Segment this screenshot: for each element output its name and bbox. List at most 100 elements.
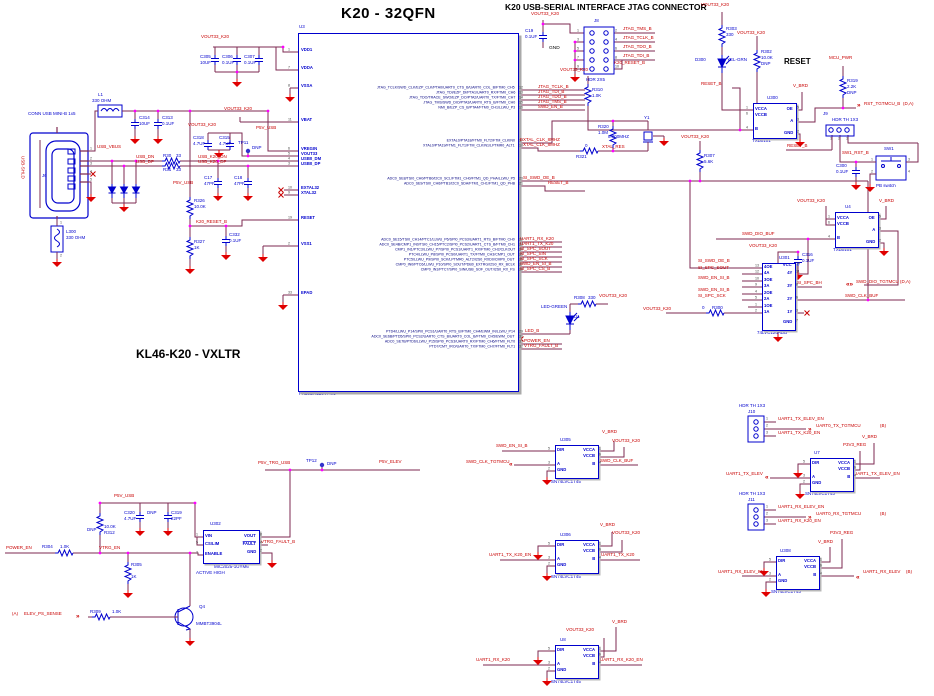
chip-pin-name: VDDA <box>301 66 313 71</box>
dt-symbol <box>224 224 228 228</box>
ic-pin-number: 1 <box>828 215 831 219</box>
ic-pin-number: 3 <box>548 461 551 465</box>
di-symbol <box>108 183 116 199</box>
chip-pin-function: ADC0_SE7B/PTD6/LLWU_P15/SPI0_PCS3/UART0_… <box>384 340 515 344</box>
ic-pin-name: VOUT <box>244 534 256 539</box>
component-label: J8 <box>594 19 599 24</box>
component-label: 0.1UF <box>525 35 538 40</box>
ic-pin-name: B <box>837 236 841 241</box>
jtag-section-title: K20 USB-SERIAL INTERFACE JTAG CONNECTOR <box>505 2 707 12</box>
component-label: R302 <box>761 50 772 55</box>
component-label: 10.0K <box>104 525 116 530</box>
net-label: SWD_EN_SI_B <box>520 262 552 267</box>
component-label: Q4 <box>199 605 206 610</box>
chip-pin-number: 25 <box>519 252 524 257</box>
dt-symbol <box>611 149 615 153</box>
component-label: C18 <box>234 176 243 181</box>
ic-pin-number: 5 <box>548 542 551 546</box>
component-label: C306 <box>222 55 233 60</box>
chip-pin-name: VREGIN <box>301 147 318 152</box>
pin-number: 5 <box>90 178 93 182</box>
net-label: SWD_CLK_TGTMCU <box>466 460 510 465</box>
pin-number: 3 <box>766 519 769 523</box>
chip-pin-number: 5 <box>288 152 291 156</box>
chip-pin-function: PTC4/LLWU_P8/SPI0_PCS0/UART1_TX/FTM0_CH3… <box>408 253 515 257</box>
dt-symbol <box>193 501 197 505</box>
component-label: HDR 2X5 <box>586 78 606 83</box>
ic-pin-name: A <box>557 557 561 562</box>
ic-pin-number: 4 <box>599 461 602 465</box>
net-label: V_BRD <box>818 540 834 545</box>
net-label: SI_SPC_SCK <box>520 257 548 262</box>
pin-number: 5 <box>577 47 580 51</box>
component-label: U305 <box>560 438 571 443</box>
net-label: VOUT33_K20 <box>643 307 672 312</box>
ic-pin-name: 3OE <box>764 278 773 283</box>
chip-pin-number: 4 <box>288 157 291 161</box>
net-label: XTAL_CLK_8MHZ <box>523 143 560 148</box>
ic-pin-number: 14 <box>796 262 801 266</box>
cp-symbol <box>130 118 140 130</box>
gn-symbol <box>51 258 63 268</box>
chip-pin-function: PTD4/LLWU_P14/SPI0_PCS1/UART0_RTS_B/FTM0… <box>386 330 515 334</box>
ic-pin-number: 2 <box>548 562 551 566</box>
component-label: U8 <box>560 638 566 643</box>
component-label: J6 <box>42 174 47 179</box>
net-label: K20_RESET_B <box>196 220 228 225</box>
ic-pin-number: 2 <box>260 549 263 553</box>
component-label: R321 <box>576 155 587 160</box>
net-label: VOUT33_K20 <box>737 31 766 36</box>
pin-header <box>825 124 855 137</box>
ic-pin-number: 6 <box>828 221 831 225</box>
gn-symbol <box>532 551 544 561</box>
ic-pin-number: 8 <box>260 533 263 537</box>
tp-symbol <box>319 462 325 468</box>
ic-pin-name: A <box>778 573 782 578</box>
ic-pin-name: GND <box>865 240 875 245</box>
pin-number: 4 <box>90 170 93 174</box>
net-label: UART1_TX_K20 <box>601 553 635 558</box>
ic-pin-number: 3 <box>196 551 199 555</box>
ic-pin-number: 5 <box>196 541 199 545</box>
net-label: SWD_DIO_TGTMCU <box>856 280 899 285</box>
chip-pin-number: 19 <box>288 216 293 220</box>
component-label: R309 <box>90 610 101 615</box>
net-label: VOUT33_K20 <box>612 439 641 444</box>
net-label: SI_SPC_SIN <box>520 252 547 257</box>
net-label: VTRG_FAULT_B <box>524 344 559 349</box>
ic-pin-name: A <box>789 119 793 124</box>
component-label: R312 <box>104 531 115 536</box>
reset-section-title: RESET <box>784 57 811 66</box>
chip-pin-number: 28 <box>519 267 524 272</box>
component-label: YEL-GRN <box>727 58 748 63</box>
ic-pin-name: DIR <box>557 648 565 653</box>
pin-number: 8 <box>615 56 618 60</box>
net-label: VOUT33_K20 <box>797 199 826 204</box>
gn-symbol <box>231 78 243 88</box>
net-label: V_BRD <box>602 430 618 435</box>
chip-pin-function: JTAG_TCLK/SWD_CLK/EZP_CLK/PTA0/UART0_CTS… <box>377 86 515 90</box>
chip-pin-function: JTAG_TMS/SWD_DIO/PTA3/UART0_RTS_B/FTM0_C… <box>423 101 515 105</box>
net-label: SI_SPC_SOUT <box>520 247 552 252</box>
component-label: C318 <box>193 136 204 141</box>
ic-pin-name: CS/LIM <box>205 542 220 547</box>
net-label: UART0_RX_TGTMCU <box>816 512 862 517</box>
net-label: ELEV_PS_SENSE <box>24 612 62 617</box>
component-label: 1.0K <box>112 610 122 615</box>
component-label: 74LVC126ADB <box>757 331 788 336</box>
component-label: DNP <box>87 528 97 533</box>
dt-symbol <box>573 40 577 44</box>
component-label: PK20DX128VFM5 <box>299 392 336 397</box>
ic-pin-name: GND <box>557 468 567 473</box>
component-label: U302 <box>210 522 221 527</box>
component-label: 22PF <box>171 517 182 522</box>
net-label: RESET_B <box>787 144 808 149</box>
chip-pin-function: ADC0_SE9/TSI0_CH6/PTB1/I2C0_SDA/FTM1_CH1… <box>403 182 515 186</box>
ic-pin-number: 1 <box>755 303 758 307</box>
ic-u4 <box>835 212 879 248</box>
dt-symbol <box>156 109 160 113</box>
dt-symbol <box>246 164 250 168</box>
gn-symbol <box>864 183 876 193</box>
net-label: UART1_RX_K20 <box>520 237 554 242</box>
net-label: P5V_TRG_USB <box>258 461 291 466</box>
